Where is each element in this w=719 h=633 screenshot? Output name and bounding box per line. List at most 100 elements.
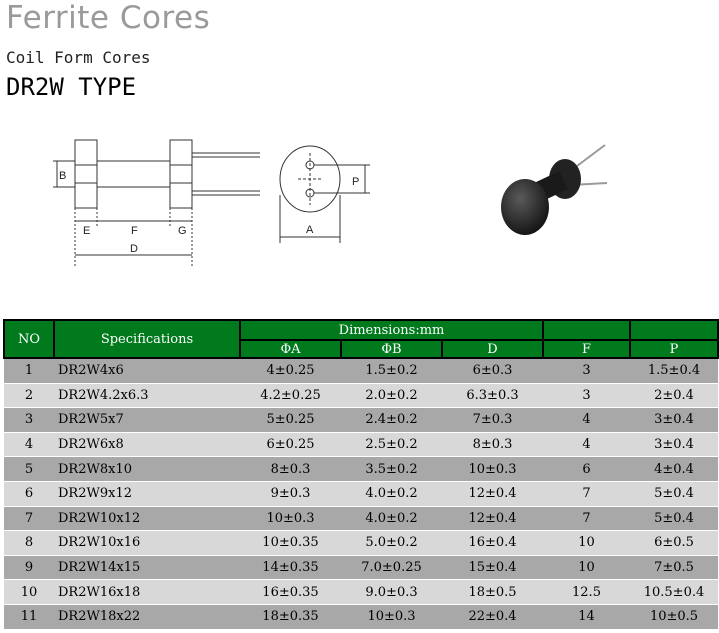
cell-phi-a: 8±0.3 bbox=[240, 456, 341, 482]
page-subtitle: Coil Form Cores bbox=[6, 48, 151, 67]
cell-d: 10±0.3 bbox=[442, 456, 543, 482]
cell-no: 7 bbox=[4, 505, 54, 531]
cell-phi-b: 10±0.3 bbox=[341, 603, 442, 629]
cell-no: 2 bbox=[4, 382, 54, 408]
cell-phi-b: 5.0±0.2 bbox=[341, 530, 442, 556]
cell-phi-b: 9.0±0.3 bbox=[341, 579, 442, 605]
cell-f: 4 bbox=[543, 407, 630, 433]
page-title: Ferrite Cores bbox=[6, 0, 211, 36]
cell-phi-a: 6±0.25 bbox=[240, 431, 341, 457]
cell-spec: DR2W6x8 bbox=[54, 431, 240, 457]
label-g: G bbox=[178, 225, 187, 237]
label-a: A bbox=[306, 224, 314, 236]
cell-phi-b: 4.0±0.2 bbox=[341, 505, 442, 531]
dimension-drawing: B E F G D P A bbox=[53, 139, 370, 267]
cell-phi-b: 7.0±0.25 bbox=[341, 554, 442, 580]
header-col-f: F bbox=[542, 339, 631, 359]
cell-phi-b: 2.5±0.2 bbox=[341, 431, 442, 457]
cell-f: 12.5 bbox=[543, 579, 630, 605]
cell-p: 3±0.4 bbox=[630, 407, 718, 433]
cell-spec: DR2W18x22 bbox=[54, 603, 240, 629]
label-b: B bbox=[59, 170, 66, 182]
cell-phi-a: 4±0.25 bbox=[240, 357, 341, 384]
cell-f: 14 bbox=[543, 603, 630, 629]
specifications-table: NO Specifications Dimensions:mm ΦA ΦB D … bbox=[3, 319, 719, 629]
header-col-d: D bbox=[441, 339, 544, 359]
cell-f: 6 bbox=[543, 456, 630, 482]
label-e: E bbox=[83, 225, 90, 237]
cell-phi-a: 16±0.35 bbox=[240, 579, 341, 605]
cell-d: 22±0.4 bbox=[442, 603, 543, 629]
cell-p: 3±0.4 bbox=[630, 431, 718, 457]
cell-d: 12±0.4 bbox=[442, 480, 543, 507]
cell-p: 10±0.5 bbox=[630, 603, 718, 629]
cell-d: 7±0.3 bbox=[442, 407, 543, 433]
cell-phi-b: 1.5±0.2 bbox=[341, 357, 442, 384]
cell-f: 10 bbox=[543, 554, 630, 580]
cell-phi-b: 2.4±0.2 bbox=[341, 407, 442, 433]
cell-p: 5±0.4 bbox=[630, 480, 718, 507]
left-flange bbox=[74, 139, 98, 209]
cell-d: 8±0.3 bbox=[442, 431, 543, 457]
label-d: D bbox=[130, 243, 138, 255]
cell-p: 7±0.5 bbox=[630, 554, 718, 580]
header-specifications: Specifications bbox=[53, 319, 241, 359]
cell-d: 6.3±0.3 bbox=[442, 382, 543, 408]
cell-d: 18±0.5 bbox=[442, 579, 543, 605]
right-flange bbox=[169, 139, 193, 209]
cell-phi-b: 4.0±0.2 bbox=[341, 480, 442, 507]
cell-phi-b: 2.0±0.2 bbox=[341, 382, 442, 408]
cell-p: 4±0.4 bbox=[630, 456, 718, 482]
cell-spec: DR2W4x6 bbox=[54, 357, 240, 384]
cell-p: 5±0.4 bbox=[630, 505, 718, 531]
cell-d: 16±0.4 bbox=[442, 530, 543, 556]
cell-no: 5 bbox=[4, 456, 54, 482]
cell-phi-a: 4.2±0.25 bbox=[240, 382, 341, 408]
cell-f: 7 bbox=[543, 480, 630, 507]
cell-no: 11 bbox=[4, 603, 54, 629]
cell-d: 6±0.3 bbox=[442, 357, 543, 384]
cell-spec: DR2W4.2x6.3 bbox=[54, 382, 240, 408]
cell-f: 3 bbox=[543, 382, 630, 408]
type-heading: DR2W TYPE bbox=[6, 73, 137, 101]
cell-p: 2±0.4 bbox=[630, 382, 718, 408]
cell-no: 6 bbox=[4, 480, 54, 507]
cell-p: 1.5±0.4 bbox=[630, 357, 718, 384]
header-col-p: P bbox=[629, 339, 719, 359]
label-p: P bbox=[352, 176, 359, 188]
cell-spec: DR2W16x18 bbox=[54, 579, 240, 605]
cell-phi-a: 5±0.25 bbox=[240, 407, 341, 433]
cell-p: 6±0.5 bbox=[630, 530, 718, 556]
cell-phi-a: 14±0.35 bbox=[240, 554, 341, 580]
cell-no: 9 bbox=[4, 554, 54, 580]
cell-no: 8 bbox=[4, 530, 54, 556]
cell-p: 10.5±0.4 bbox=[630, 579, 718, 605]
cell-f: 10 bbox=[543, 530, 630, 556]
cell-phi-a: 9±0.3 bbox=[240, 480, 341, 507]
cell-no: 3 bbox=[4, 407, 54, 433]
product-photo bbox=[501, 144, 608, 235]
cell-spec: DR2W5x7 bbox=[54, 407, 240, 433]
cell-f: 3 bbox=[543, 357, 630, 384]
cell-spec: DR2W14x15 bbox=[54, 554, 240, 580]
cell-no: 4 bbox=[4, 431, 54, 457]
cell-no: 1 bbox=[4, 357, 54, 384]
header-col-phi-a: ΦA bbox=[239, 339, 342, 359]
cell-f: 7 bbox=[543, 505, 630, 531]
cell-phi-a: 18±0.35 bbox=[240, 603, 341, 629]
header-no: NO bbox=[3, 319, 55, 359]
label-f: F bbox=[131, 225, 138, 237]
header-col-phi-b: ΦB bbox=[340, 339, 443, 359]
cell-spec: DR2W9x12 bbox=[54, 480, 240, 507]
cell-phi-a: 10±0.3 bbox=[240, 505, 341, 531]
